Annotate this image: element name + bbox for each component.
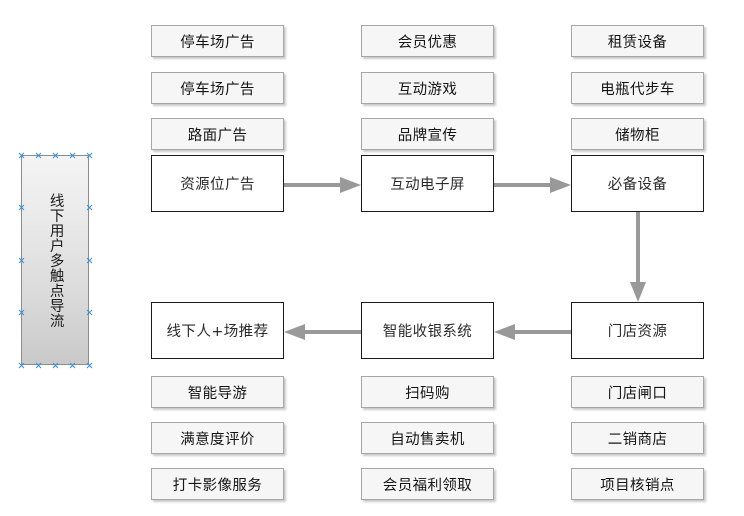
banner-label: 线下用户多触点导流 [47,192,64,328]
box-col1-bottom-2[interactable]: 满意度评价 [151,422,284,454]
selection-handle-sw[interactable] [18,362,25,369]
box-col3-top-2[interactable]: 电瓶代步车 [571,72,704,104]
box-col1-top-1[interactable]: 停车场广告 [151,25,284,57]
banner-offline-user-traffic[interactable]: 线下用户多触点导流 [21,155,89,365]
box-col2-bottom-2[interactable]: 自动售卖机 [361,422,494,454]
box-col2-top-3[interactable]: 品牌宣传 [361,118,494,150]
box-col1-top-3[interactable]: 路面广告 [151,118,284,150]
selection-handle-e3[interactable] [86,309,93,316]
flow-box-interactive-screen[interactable]: 互动电子屏 [361,155,494,212]
selection-handle-w3[interactable] [18,309,25,316]
arrow-screen-to-equipment [494,177,571,193]
box-col1-bottom-1[interactable]: 智能导游 [151,376,284,408]
box-col2-top-2[interactable]: 互动游戏 [361,72,494,104]
box-col2-bottom-3[interactable]: 会员福利领取 [361,468,494,500]
arrow-equipment-to-store [630,212,646,302]
box-col2-bottom-1[interactable]: 扫码购 [361,376,494,408]
box-col3-top-1[interactable]: 租赁设备 [571,25,704,57]
box-col1-bottom-3[interactable]: 打卡影像服务 [151,468,284,500]
flow-box-smart-pos-system[interactable]: 智能收银系统 [361,302,494,359]
selection-handle-s3[interactable] [69,362,76,369]
selection-handle-e2[interactable] [86,257,93,264]
arrow-pos-to-recommendation [284,324,361,340]
selection-handle-n3[interactable] [69,152,76,159]
flow-box-resource-ad[interactable]: 资源位广告 [151,155,284,212]
box-col3-bottom-2[interactable]: 二销商店 [571,422,704,454]
arrow-resource-to-screen [284,177,361,193]
box-col3-bottom-1[interactable]: 门店闸口 [571,376,704,408]
selection-handle-w2[interactable] [18,257,25,264]
flow-box-offline-people-place-rec[interactable]: 线下人+场推荐 [151,302,284,359]
box-col2-top-1[interactable]: 会员优惠 [361,25,494,57]
selection-handle-s2[interactable] [52,362,59,369]
flow-box-store-resource[interactable]: 门店资源 [571,302,704,359]
selection-handle-ne[interactable] [86,152,93,159]
arrow-store-to-pos [494,324,571,340]
flow-box-essential-equipment[interactable]: 必备设备 [571,155,704,212]
selection-handle-nw[interactable] [18,152,25,159]
selection-handle-e1[interactable] [86,204,93,211]
selection-handle-n1[interactable] [35,152,42,159]
selection-handle-n2[interactable] [52,152,59,159]
box-col3-bottom-3[interactable]: 项目核销点 [571,468,704,500]
selection-handle-w1[interactable] [18,204,25,211]
box-col1-top-2[interactable]: 停车场广告 [151,72,284,104]
box-col3-top-3[interactable]: 储物柜 [571,118,704,150]
selection-handle-s1[interactable] [35,362,42,369]
selection-handle-se[interactable] [86,362,93,369]
